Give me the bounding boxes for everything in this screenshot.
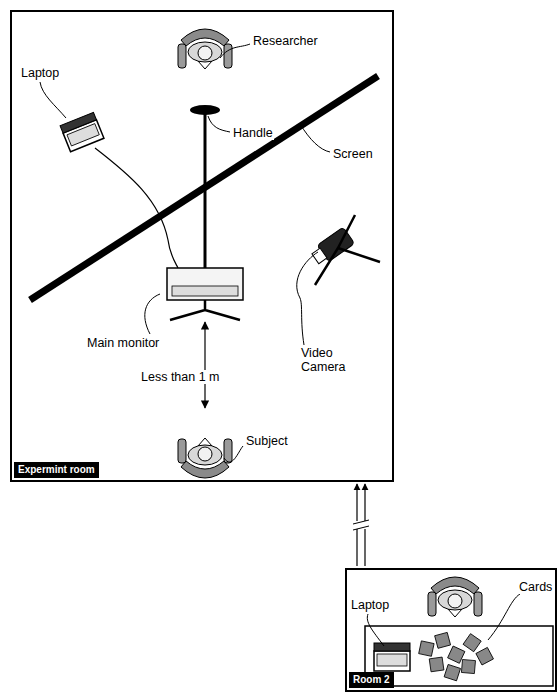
part-label: Laptop xyxy=(20,66,60,80)
part-label: Subject xyxy=(245,434,289,448)
part-label: Laptop xyxy=(350,598,390,612)
room-name: Room 2 xyxy=(349,672,394,688)
room-name: Expermint room xyxy=(14,462,99,478)
part-label: Main monitor xyxy=(86,336,160,350)
part-label: Researcher xyxy=(252,34,319,48)
room-connector xyxy=(353,484,369,566)
part-label: Video Camera xyxy=(300,346,358,374)
part-label: Handle xyxy=(232,126,274,140)
part-label: Screen xyxy=(332,147,374,161)
room-box: Expermint room xyxy=(10,10,394,482)
part-label: Cards xyxy=(518,580,553,594)
part-label: Less than 1 m xyxy=(140,370,221,384)
